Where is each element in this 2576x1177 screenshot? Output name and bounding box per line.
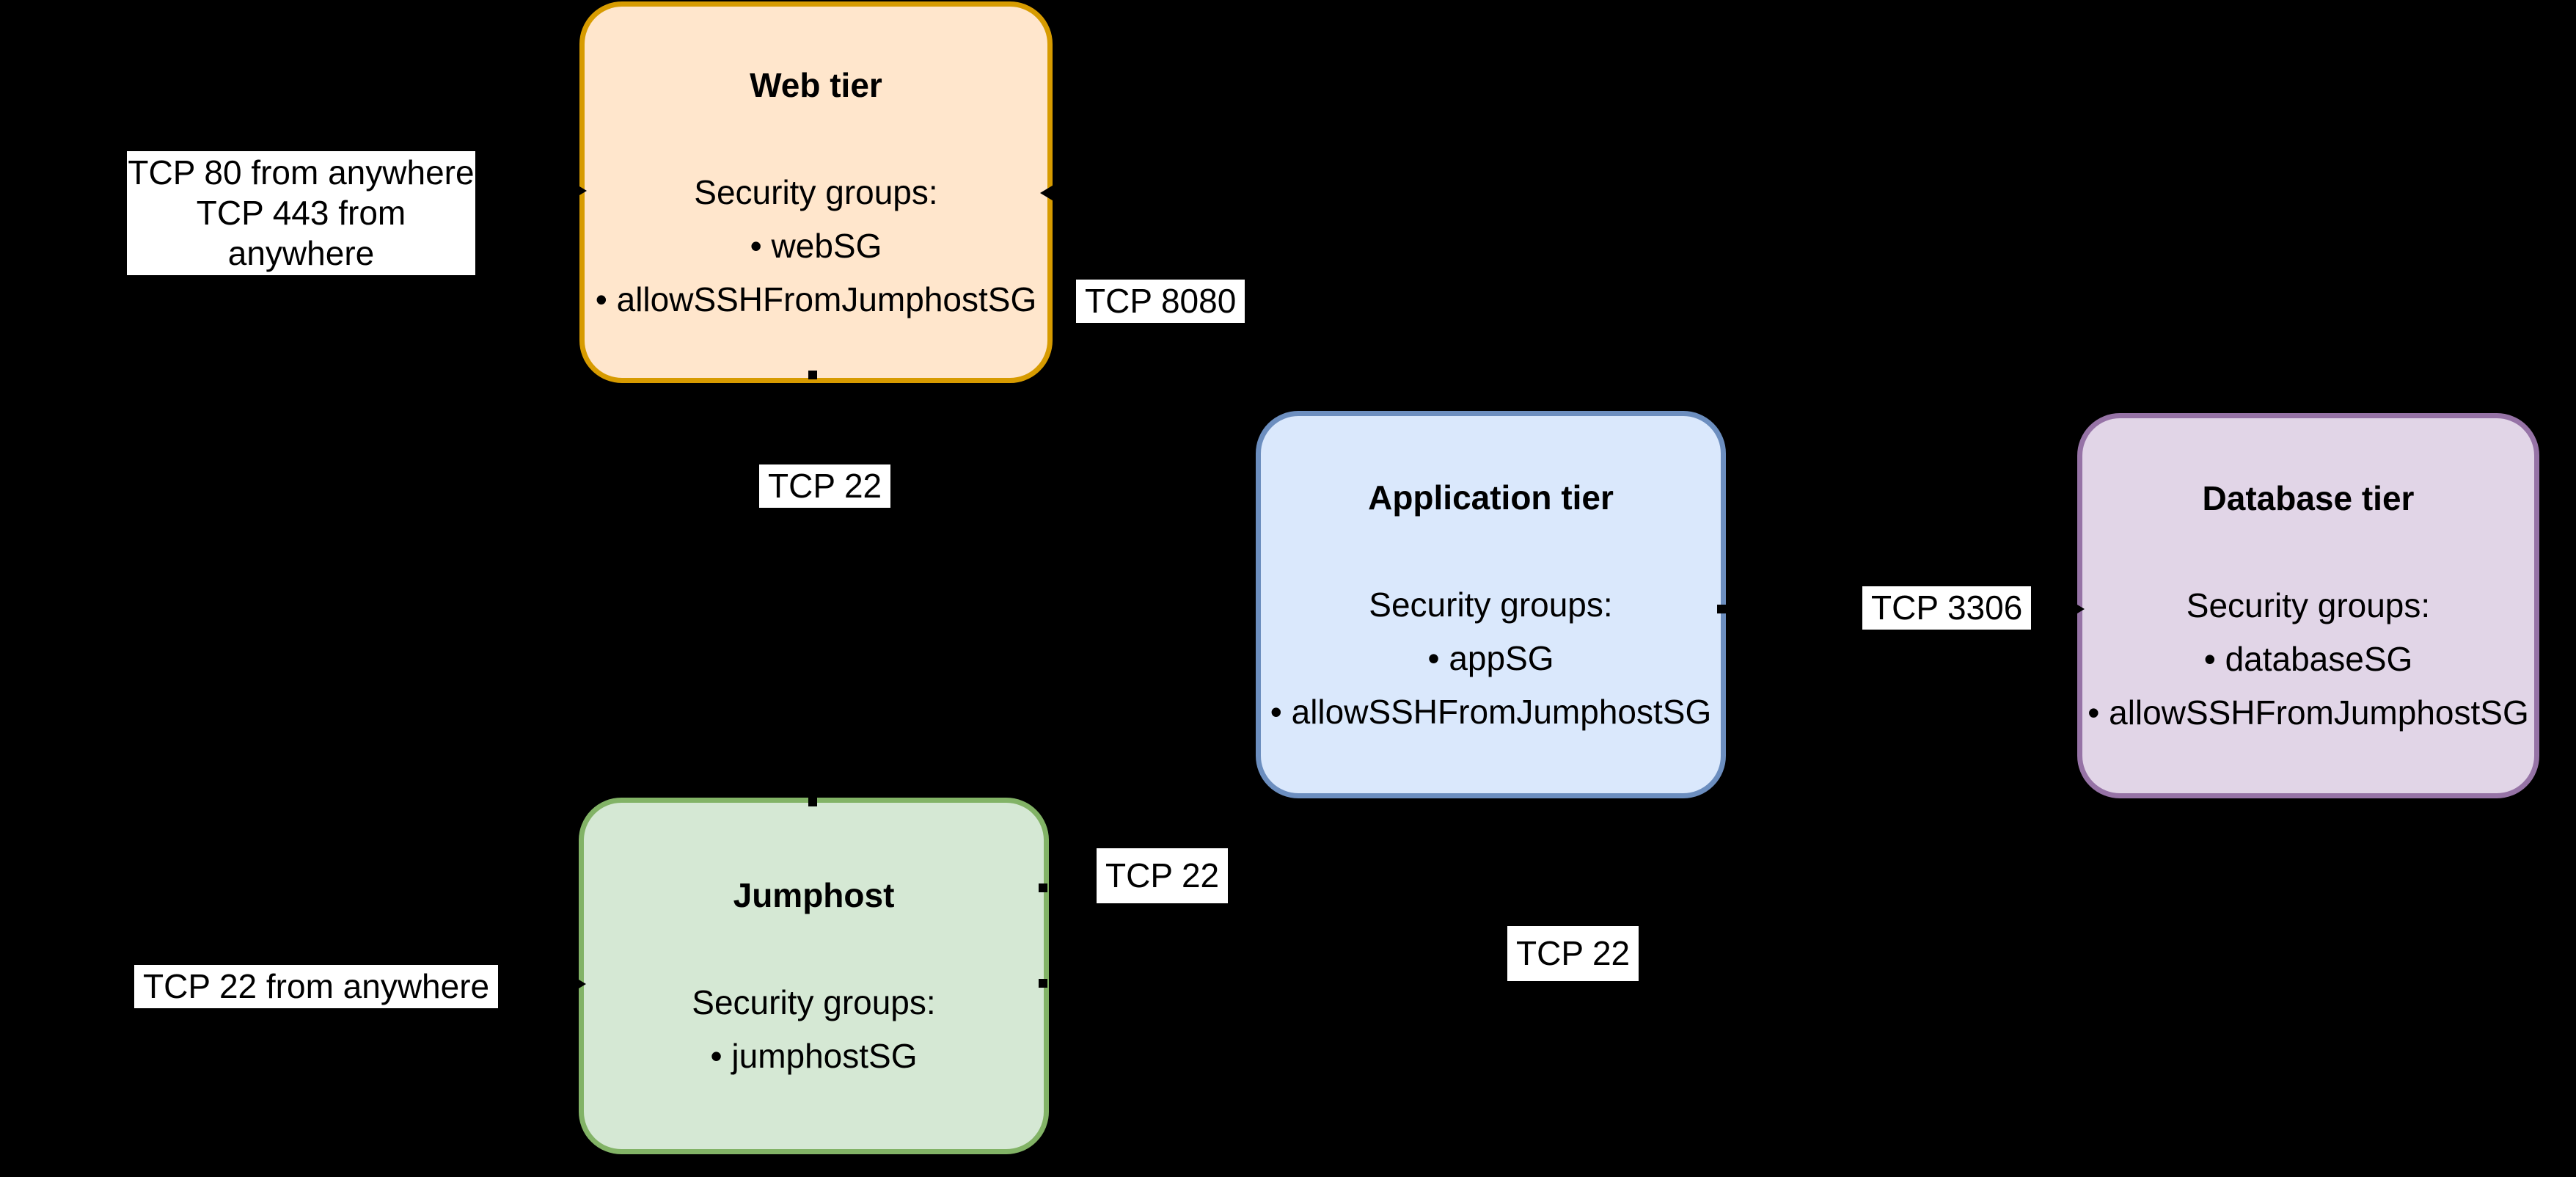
application-tier-security-groups-heading: Security groups: — [1369, 585, 1613, 624]
jumphost-title: Jumphost — [733, 876, 895, 914]
database-tier-sg-bullet: • databaseSG — [2203, 640, 2413, 678]
edge-label-tcp-22-jumphost-to-app: TCP 22 — [1097, 848, 1229, 903]
application-tier-title: Application tier — [1368, 478, 1614, 517]
edge-label-line: TCP 80 from anywhere — [128, 153, 475, 192]
jumphost-sg-bullet: • jumphostSG — [710, 1037, 918, 1075]
web-tier-security-groups-heading: Security groups: — [694, 172, 938, 211]
web-tier-sg-bullet: • allowSSHFromJumphostSG — [595, 280, 1037, 318]
connector-nub-jumphost-right-upper — [1039, 883, 1047, 892]
database-tier-node: Database tier Security groups: • databas… — [2077, 413, 2539, 798]
edge-label-tcp-80-443: TCP 80 from anywhere TCP 443 from anywhe… — [127, 151, 475, 275]
database-tier-sg-bullet: • allowSSHFromJumphostSG — [2087, 693, 2529, 732]
database-tier-title: Database tier — [2202, 479, 2415, 517]
jumphost-security-groups-heading: Security groups: — [692, 983, 936, 1021]
application-tier-node: Application tier Security groups: • appS… — [1256, 411, 1726, 798]
arrowhead-into-web-left-icon — [572, 182, 587, 200]
arrowhead-into-jumphost-left-icon — [571, 975, 586, 993]
connector-nub-web-bottom — [808, 371, 817, 379]
edge-label-line: TCP 443 from anywhere — [196, 194, 406, 272]
edge-label-tcp-22-from-anywhere: TCP 22 from anywhere — [134, 965, 499, 1008]
edge-label-tcp-3306: TCP 3306 — [1862, 586, 2032, 630]
edge-label-tcp-22-jumphost-to-web: TCP 22 — [759, 464, 891, 508]
database-tier-security-groups-heading: Security groups: — [2186, 586, 2431, 624]
web-tier-sg-bullet: • webSG — [750, 226, 882, 265]
edge-label-tcp-8080: TCP 8080 — [1076, 280, 1245, 323]
application-tier-sg-bullet: • allowSSHFromJumphostSG — [1270, 692, 1712, 731]
connector-nub-app-right — [1717, 605, 1726, 613]
web-tier-node: Web tier Security groups: • webSG • allo… — [579, 1, 1053, 383]
jumphost-node: Jumphost Security groups: • jumphostSG — [579, 798, 1049, 1154]
arrowhead-into-web-right-icon — [1040, 184, 1055, 202]
application-tier-sg-bullet: • appSG — [1427, 638, 1554, 677]
connector-nub-jumphost-top — [808, 798, 817, 806]
connector-nub-jumphost-right-lower — [1039, 979, 1047, 988]
web-tier-title: Web tier — [750, 65, 882, 104]
arrowhead-into-db-left-icon — [2070, 600, 2085, 618]
edge-label-tcp-22-jumphost-to-db: TCP 22 — [1507, 926, 1639, 981]
